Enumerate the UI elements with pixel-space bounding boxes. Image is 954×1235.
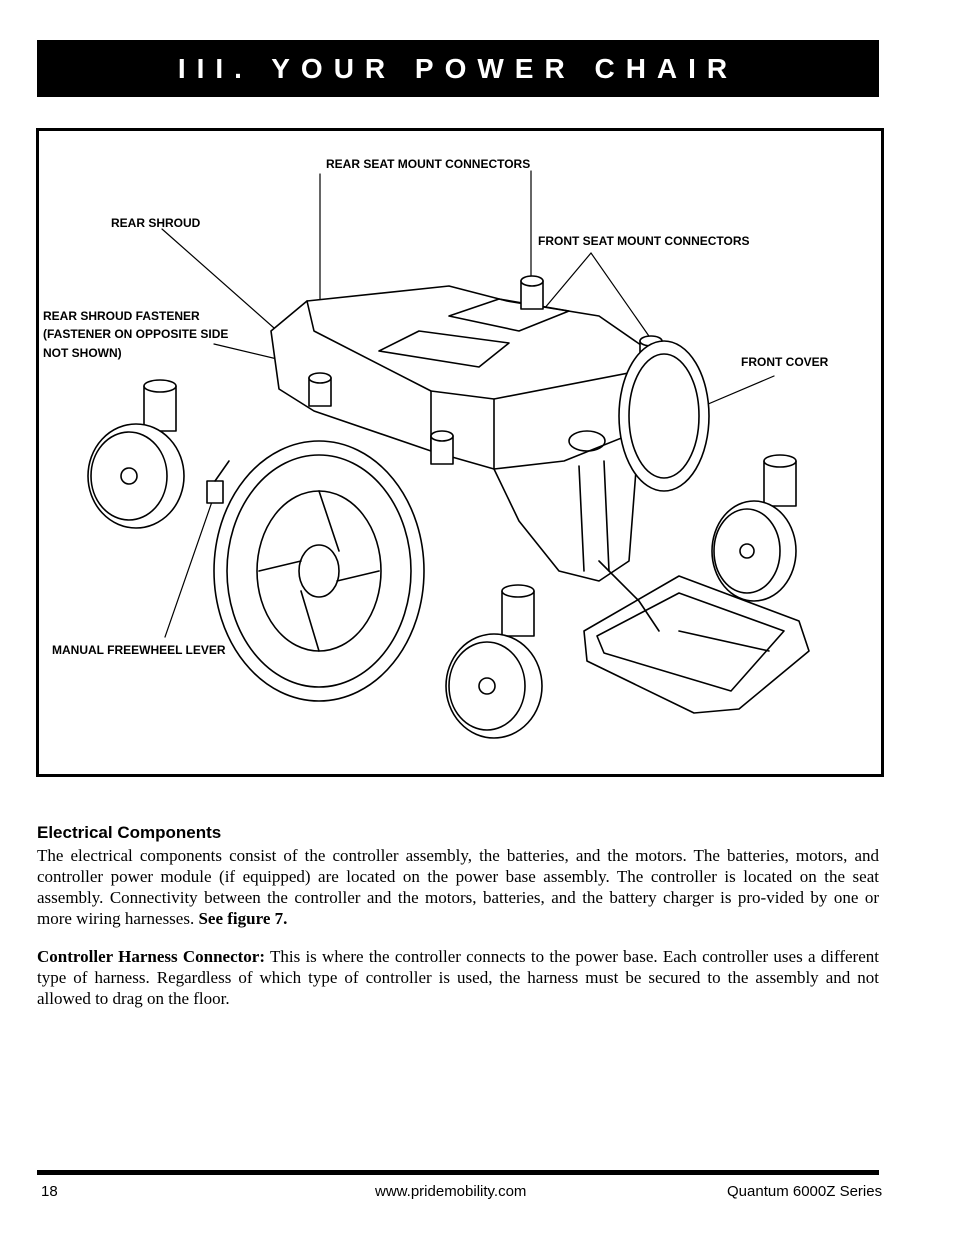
footplate xyxy=(583,560,810,714)
drive-wheel xyxy=(213,440,425,702)
paragraph2-lead: Controller Harness Connector: xyxy=(37,947,266,966)
power-chair-illustration xyxy=(87,170,810,739)
footer-series: Quantum 6000Z Series xyxy=(727,1183,883,1200)
page-number: 18 xyxy=(41,1183,58,1200)
front-left-caster xyxy=(445,584,543,739)
footer-url: www.pridemobility.com xyxy=(375,1183,527,1200)
paragraph-electrical-components: The electrical components consist of the… xyxy=(37,845,879,929)
figure-reference: See figure 7. xyxy=(198,909,288,928)
label-manual-freewheel-lever: MANUAL FREEWHEEL LEVER xyxy=(52,643,226,657)
label-rear-shroud-fastener-line1: REAR SHROUD FASTENER xyxy=(43,309,200,323)
footer-rule xyxy=(37,1170,879,1175)
seat-mount-connectors xyxy=(308,275,663,465)
paragraph2-text: This is where the controller connects to… xyxy=(37,947,879,1008)
paragraph-controller-harness: Controller Harness Connector: This is wh… xyxy=(37,946,879,1009)
label-front-cover: FRONT COVER xyxy=(741,355,829,369)
section-heading: Electrical Components xyxy=(37,823,222,842)
rear-left-caster xyxy=(87,379,185,529)
figure-power-chair-diagram: REAR SEAT MOUNT CONNECTORS REAR SHROUD F… xyxy=(36,128,884,777)
freewheel-lever xyxy=(206,460,230,504)
right-side-wheels xyxy=(618,340,797,602)
paragraph1-text: The electrical components consist of the… xyxy=(37,846,879,928)
label-rear-shroud-fastener-line3: NOT SHOWN) xyxy=(43,346,122,360)
chapter-title: III. YOUR POWER CHAIR xyxy=(177,52,739,84)
label-rear-shroud-fastener-line2: (FASTENER ON OPPOSITE SIDE xyxy=(43,327,229,341)
label-front-seat-mount-connectors: FRONT SEAT MOUNT CONNECTORS xyxy=(538,234,750,248)
label-rear-shroud: REAR SHROUD xyxy=(111,216,201,230)
label-rear-seat-mount-connectors: REAR SEAT MOUNT CONNECTORS xyxy=(326,157,531,171)
chapter-banner: III. YOUR POWER CHAIR xyxy=(37,40,879,97)
